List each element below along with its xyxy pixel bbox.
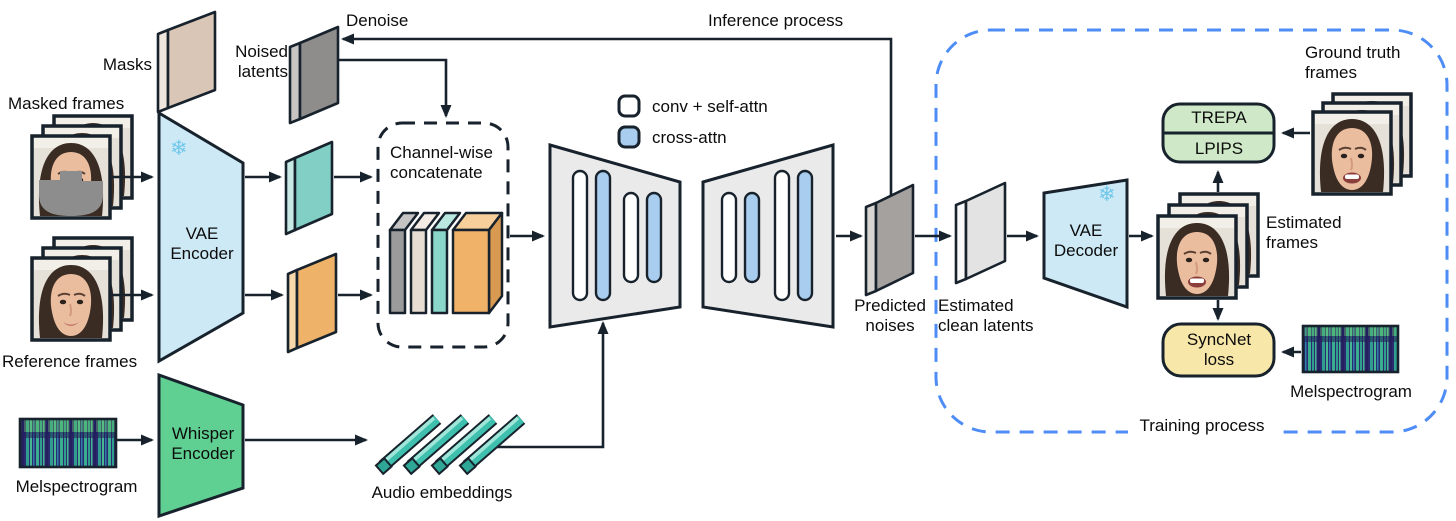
syncnet-loss-label: SyncNet loss <box>1186 330 1252 370</box>
masked-frames-label: Masked frames <box>8 94 125 113</box>
reference-frames-stack <box>32 238 132 340</box>
vae-encoder-label: VAE Encoder <box>170 224 234 264</box>
snowflake-icon: ❄ <box>170 137 188 160</box>
training-process-label: Training process <box>1128 416 1276 437</box>
masked-frames-stack <box>32 116 132 218</box>
lpips-label: LPIPS <box>1194 139 1244 158</box>
reference-latent-slab <box>286 252 338 354</box>
conv-self-attn-legend-swatch <box>617 94 641 118</box>
embeddings-to-unet-arrow <box>497 321 609 449</box>
masks-label: Masks <box>102 55 152 74</box>
melspectrogram-image-left <box>18 417 118 469</box>
channel-concat-box <box>376 121 510 349</box>
cross-attn-bar <box>594 169 612 302</box>
vae-decoder-shape <box>1042 178 1129 310</box>
conv-self-attn-bar <box>773 169 791 302</box>
inference-process-label: Inference process <box>708 11 844 30</box>
predicted-noises-slab <box>864 183 915 297</box>
ground-truth-frames-stack <box>1313 94 1411 194</box>
cross-attn-bar <box>796 169 814 302</box>
conv-self-attn-legend-label: conv + self-attn <box>652 97 768 116</box>
estimated-frames-stack <box>1158 194 1258 298</box>
cross-attn-bar <box>743 191 761 284</box>
conv-self-attn-bar <box>571 169 589 302</box>
conv-self-attn-bar <box>720 191 738 284</box>
noised-latents-to-concat-arrow <box>338 58 452 118</box>
estimated-clean-latents-label: Estimated clean latents <box>938 296 1034 336</box>
cross-attn-legend-swatch <box>617 125 641 149</box>
trepa-lpips-box <box>1161 102 1276 164</box>
ground-truth-frames-label: Ground truth frames <box>1305 43 1401 83</box>
melspectrogram-right-label: Melspectrogram <box>1290 382 1412 401</box>
estimated-frames-label: Estimated frames <box>1266 213 1342 253</box>
masks-slab <box>156 10 217 114</box>
masked-latent-slab <box>284 140 334 236</box>
vae-decoder-label: VAE Decoder <box>1053 221 1119 261</box>
audio-embeddings-label: Audio embeddings <box>371 483 513 502</box>
trepa-label: TREPA <box>1191 108 1247 127</box>
cross-attn-legend-label: cross-attn <box>652 128 727 147</box>
melspectrogram-left-label: Melspectrogram <box>15 477 138 496</box>
syncnet-loss-box <box>1161 322 1276 378</box>
denoise-inference-arrow <box>341 33 893 196</box>
cross-attn-bar <box>645 191 663 284</box>
denoise-label: Denoise <box>346 11 409 30</box>
conv-self-attn-bar <box>622 191 640 284</box>
vae-encoder-shape <box>157 110 245 364</box>
concatenated-latents <box>388 211 504 315</box>
whisper-encoder-label: Whisper Encoder <box>171 424 235 464</box>
channel-concat-label: Channel-wise concatenate <box>390 143 493 183</box>
reference-frames-label: Reference frames <box>2 352 138 371</box>
predicted-noises-label: Predicted noises <box>854 296 926 336</box>
flow-arrows <box>112 33 1310 449</box>
audio-embeddings-bars <box>374 414 526 476</box>
unet-layers <box>571 169 814 302</box>
whisper-encoder-shape <box>157 372 245 519</box>
snowflake-icon: ❄ <box>1098 183 1116 206</box>
melspectrogram-image-right <box>1301 324 1400 374</box>
noised-latents-label: Noised latents <box>235 42 288 82</box>
estimated-clean-latents-slab <box>954 181 1007 285</box>
noised-latents-slab <box>288 25 340 125</box>
